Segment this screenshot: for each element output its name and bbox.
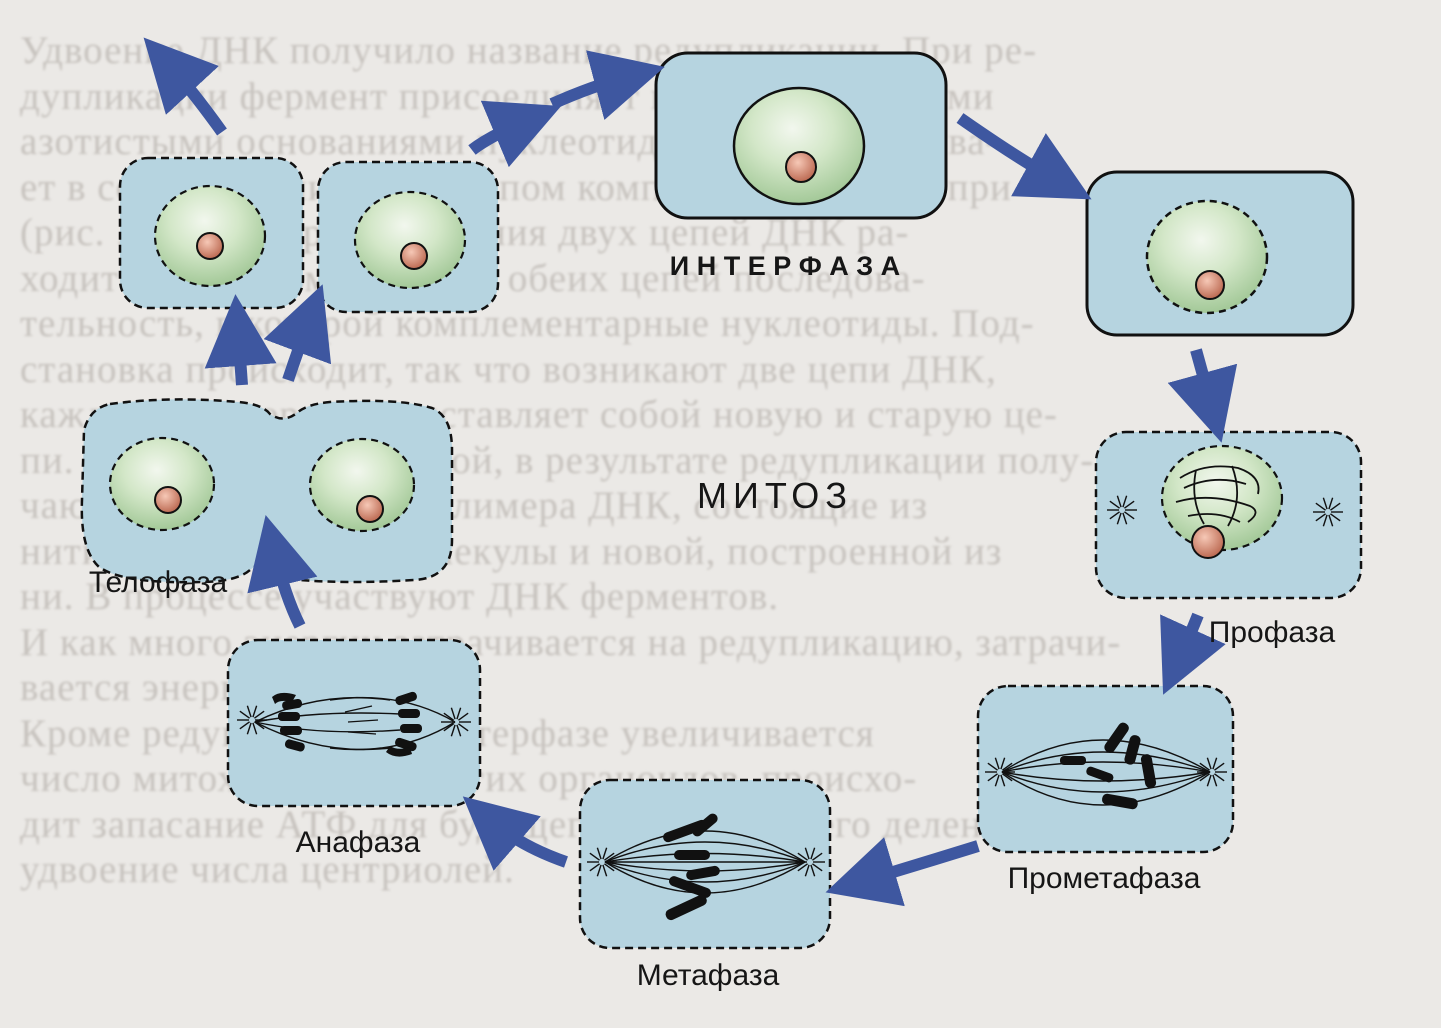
anaphase-cell (228, 640, 480, 806)
metaphase-cell (580, 780, 830, 948)
prometaphase-label: Прометафаза (1008, 862, 1201, 895)
daughter-cell-left (120, 158, 303, 308)
interphase-cell-top (656, 53, 946, 218)
arrow-to-prometaphase (1178, 615, 1198, 662)
arrow-to-prophase (1196, 350, 1212, 408)
anaphase-label: Анафаза (296, 826, 421, 859)
prophase-label: Профаза (1209, 616, 1336, 649)
arrow-to-daughter-right (288, 318, 310, 380)
interphase-cell-right (1087, 172, 1353, 335)
metaphase-label: Метафаза (637, 959, 780, 992)
prophase-cell (1096, 432, 1361, 598)
arrow-to-metaphase (860, 846, 978, 882)
prometaphase-cell (978, 686, 1233, 852)
arrow-to-interphase-right (960, 118, 1060, 182)
arrow-to-daughter-left (238, 330, 242, 385)
arrow-to-interphase-top (472, 120, 528, 150)
daughter-cell-right (318, 162, 498, 312)
arrow-leaving-daughter (168, 64, 222, 132)
telophase-cell (82, 399, 452, 582)
arrow-to-anaphase (490, 820, 566, 862)
interphase-title: И Н Т Е Р Ф А З А (670, 251, 900, 281)
mitosis-title: МИТОЗ (697, 475, 853, 516)
telophase-label: Телофаза (89, 566, 228, 599)
arrow-to-interphase-top-2 (552, 76, 630, 104)
